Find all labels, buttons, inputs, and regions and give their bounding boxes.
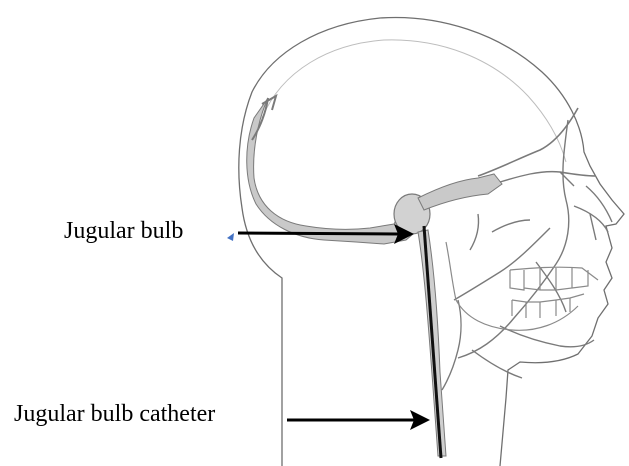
arrow-to-catheter [287,410,430,430]
catheter-label: Jugular bulb catheter [14,402,215,426]
marker-triangle-icon [227,233,235,241]
petrosal-sinus [418,174,502,210]
facial-veins [442,120,612,390]
orbital-vein [500,172,596,186]
skull-contour [262,40,566,162]
jugular-bulb-label: Jugular bulb [64,219,183,243]
